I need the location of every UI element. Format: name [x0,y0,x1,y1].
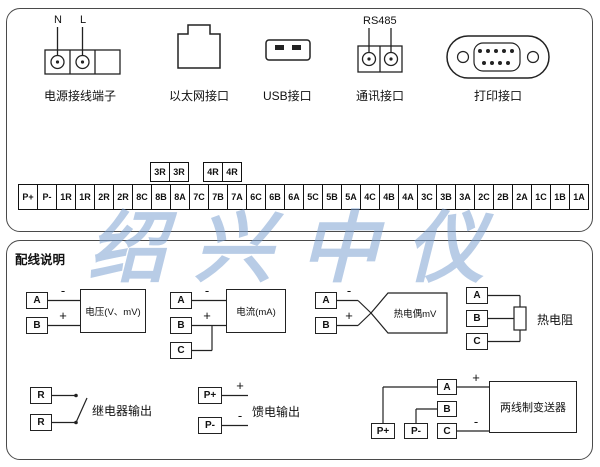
terminal-cell: 1R [56,184,76,210]
thermocouple-terminal-a: A [315,292,337,309]
terminal-cell: 3R [150,162,170,182]
terminal-cell: 6B [265,184,285,210]
terminal-cell: 2R [94,184,114,210]
current-plus-sign: + [203,308,211,323]
terminal-cell: 8B [151,184,171,210]
terminal-cell: P- [37,184,57,210]
terminal-cell: 3R [169,162,189,182]
terminal-cell: 1A [569,184,589,210]
terminal-cell: 7B [208,184,228,210]
voltage-terminal-b: B [26,317,48,334]
transmitter-minus-sign: - [473,414,479,429]
comm-port-icon [357,28,403,73]
relay-output-label: 继电器输出 [92,404,153,418]
wiring-panel [6,240,593,460]
voltage-minus-sign: - [60,283,66,298]
feed-terminal-pplus: P+ [198,387,222,404]
current-terminal-b: B [170,317,192,334]
transmitter-terminal-a: A [437,379,457,395]
terminal-cell: 1R [75,184,95,210]
rtd-terminal-b: B [466,310,488,327]
current-terminal-a: A [170,292,192,309]
thermocouple-minus-sign: - [346,283,352,298]
wiring-section-title: 配线说明 [15,253,66,267]
terminal-cell: 5B [322,184,342,210]
current-terminal-c: C [170,342,192,359]
terminal-cell: 4A [398,184,418,210]
relay-terminal-r2: R [30,414,52,431]
rtd-resistor [513,306,527,331]
terminal-cell: 4R [222,162,242,182]
power-port-label: 电源接线端子 [44,89,117,103]
rs485-label: RS485 [363,15,397,27]
terminal-cell: 5A [341,184,361,210]
comm-port-label: 通讯接口 [356,89,405,103]
voltage-plus-sign: + [59,308,67,323]
transmitter-terminal-b: B [437,401,457,417]
terminal-cell: 8A [170,184,190,210]
relay-switch [75,397,88,423]
voltage-terminal-a: A [26,292,48,309]
terminal-cell: 8C [132,184,152,210]
feed-plus-sign: + [236,378,244,393]
thermocouple-shape [370,292,448,334]
voltage-device-box: 电压(V、mV) [80,289,146,333]
wiring-lines [48,292,527,432]
power-n-label: N [54,14,62,26]
rtd-terminal-c: C [466,333,488,350]
terminal-cell: 5C [303,184,323,210]
printer-port-icon [446,35,550,79]
relay-terminal-r1: R [30,387,52,404]
terminal-cell: 3A [455,184,475,210]
rtd-terminal-a: A [466,287,488,304]
transmitter-device-box: 两线制变送器 [489,381,577,433]
thermocouple-plus-sign: + [345,308,353,323]
power-l-label: L [79,14,87,26]
terminal-cell: 4R [203,162,223,182]
terminal-cell: 7A [227,184,247,210]
ports-panel [6,8,593,232]
feed-minus-sign: - [237,408,243,423]
ethernet-port-icon [177,24,221,69]
terminal-cell: 1C [531,184,551,210]
current-minus-sign: - [204,283,210,298]
terminal-cell: P+ [18,184,38,210]
transmitter-terminal-c: C [437,423,457,439]
terminal-cell: 6C [246,184,266,210]
terminal-cell: 3C [417,184,437,210]
terminal-cell: 2A [512,184,532,210]
terminal-cell: 2R [113,184,133,210]
terminal-cell: 7C [189,184,209,210]
terminal-cell: 4C [360,184,380,210]
ethernet-port-label: 以太网接口 [169,89,230,103]
printer-port-label: 打印接口 [474,89,523,103]
rtd-label: 热电阻 [537,313,574,327]
usb-port-icon [265,39,311,61]
transmitter-terminal-pminus: P- [404,423,428,439]
terminal-cell: 1B [550,184,570,210]
current-device-box: 电流(mA) [226,289,286,333]
power-terminal-icon [44,27,121,75]
thermocouple-terminal-b: B [315,317,337,334]
usb-port-label: USB接口 [263,89,312,103]
terminal-cell: 3B [436,184,456,210]
feed-terminal-pminus: P- [198,417,222,434]
transmitter-terminal-pplus: P+ [371,423,395,439]
transmitter-plus-sign: + [472,370,480,385]
terminal-cell: 2C [474,184,494,210]
terminal-cell: 6A [284,184,304,210]
terminal-cell: 4B [379,184,399,210]
terminal-cell: 2B [493,184,513,210]
feed-output-label: 馈电输出 [252,405,301,419]
thermocouple-label: 热电偶mV [393,309,437,320]
